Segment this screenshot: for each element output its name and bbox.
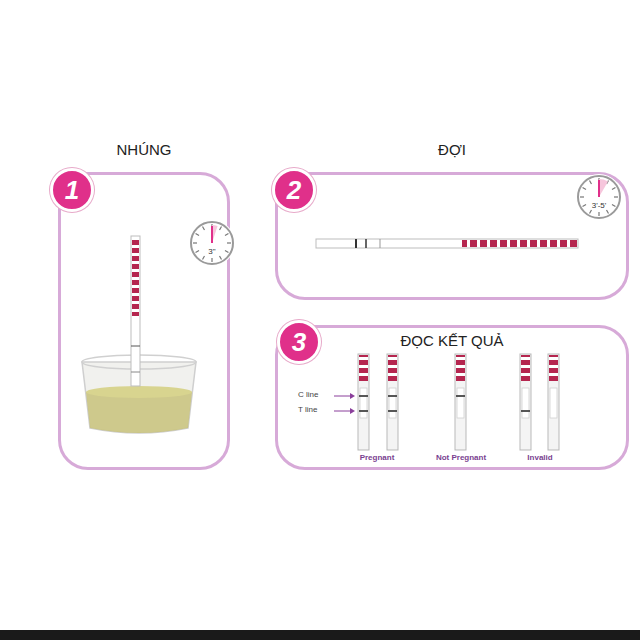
result-label: Invalid (527, 453, 552, 462)
clock-face (576, 174, 622, 220)
step-heading: ĐỢI (278, 141, 626, 158)
step-heading: NHÚNG (61, 141, 227, 158)
step-heading: ĐỌC KẾT QUẢ (278, 332, 626, 349)
clock-face (189, 220, 235, 266)
line-label: C line (298, 390, 318, 399)
timer-clock: 3'-5' (576, 174, 622, 220)
time-label: 3'-5' (576, 201, 622, 210)
step-number: 2 (287, 177, 301, 203)
step-panel: ĐỌC KẾT QUẢ (275, 325, 629, 470)
timer-clock: 3" (189, 220, 235, 266)
step-number: 3 (292, 329, 306, 355)
step-badge: 1 (50, 168, 94, 212)
line-label: T line (298, 405, 317, 414)
time-label: 3" (189, 247, 235, 256)
step-badge: 2 (272, 168, 316, 212)
step-badge: 3 (277, 320, 321, 364)
result-label: Pregnant (360, 453, 395, 462)
step-number: 1 (65, 177, 79, 203)
step-panel: NHÚNG (58, 172, 230, 470)
result-label: Not Pregnant (436, 453, 486, 462)
